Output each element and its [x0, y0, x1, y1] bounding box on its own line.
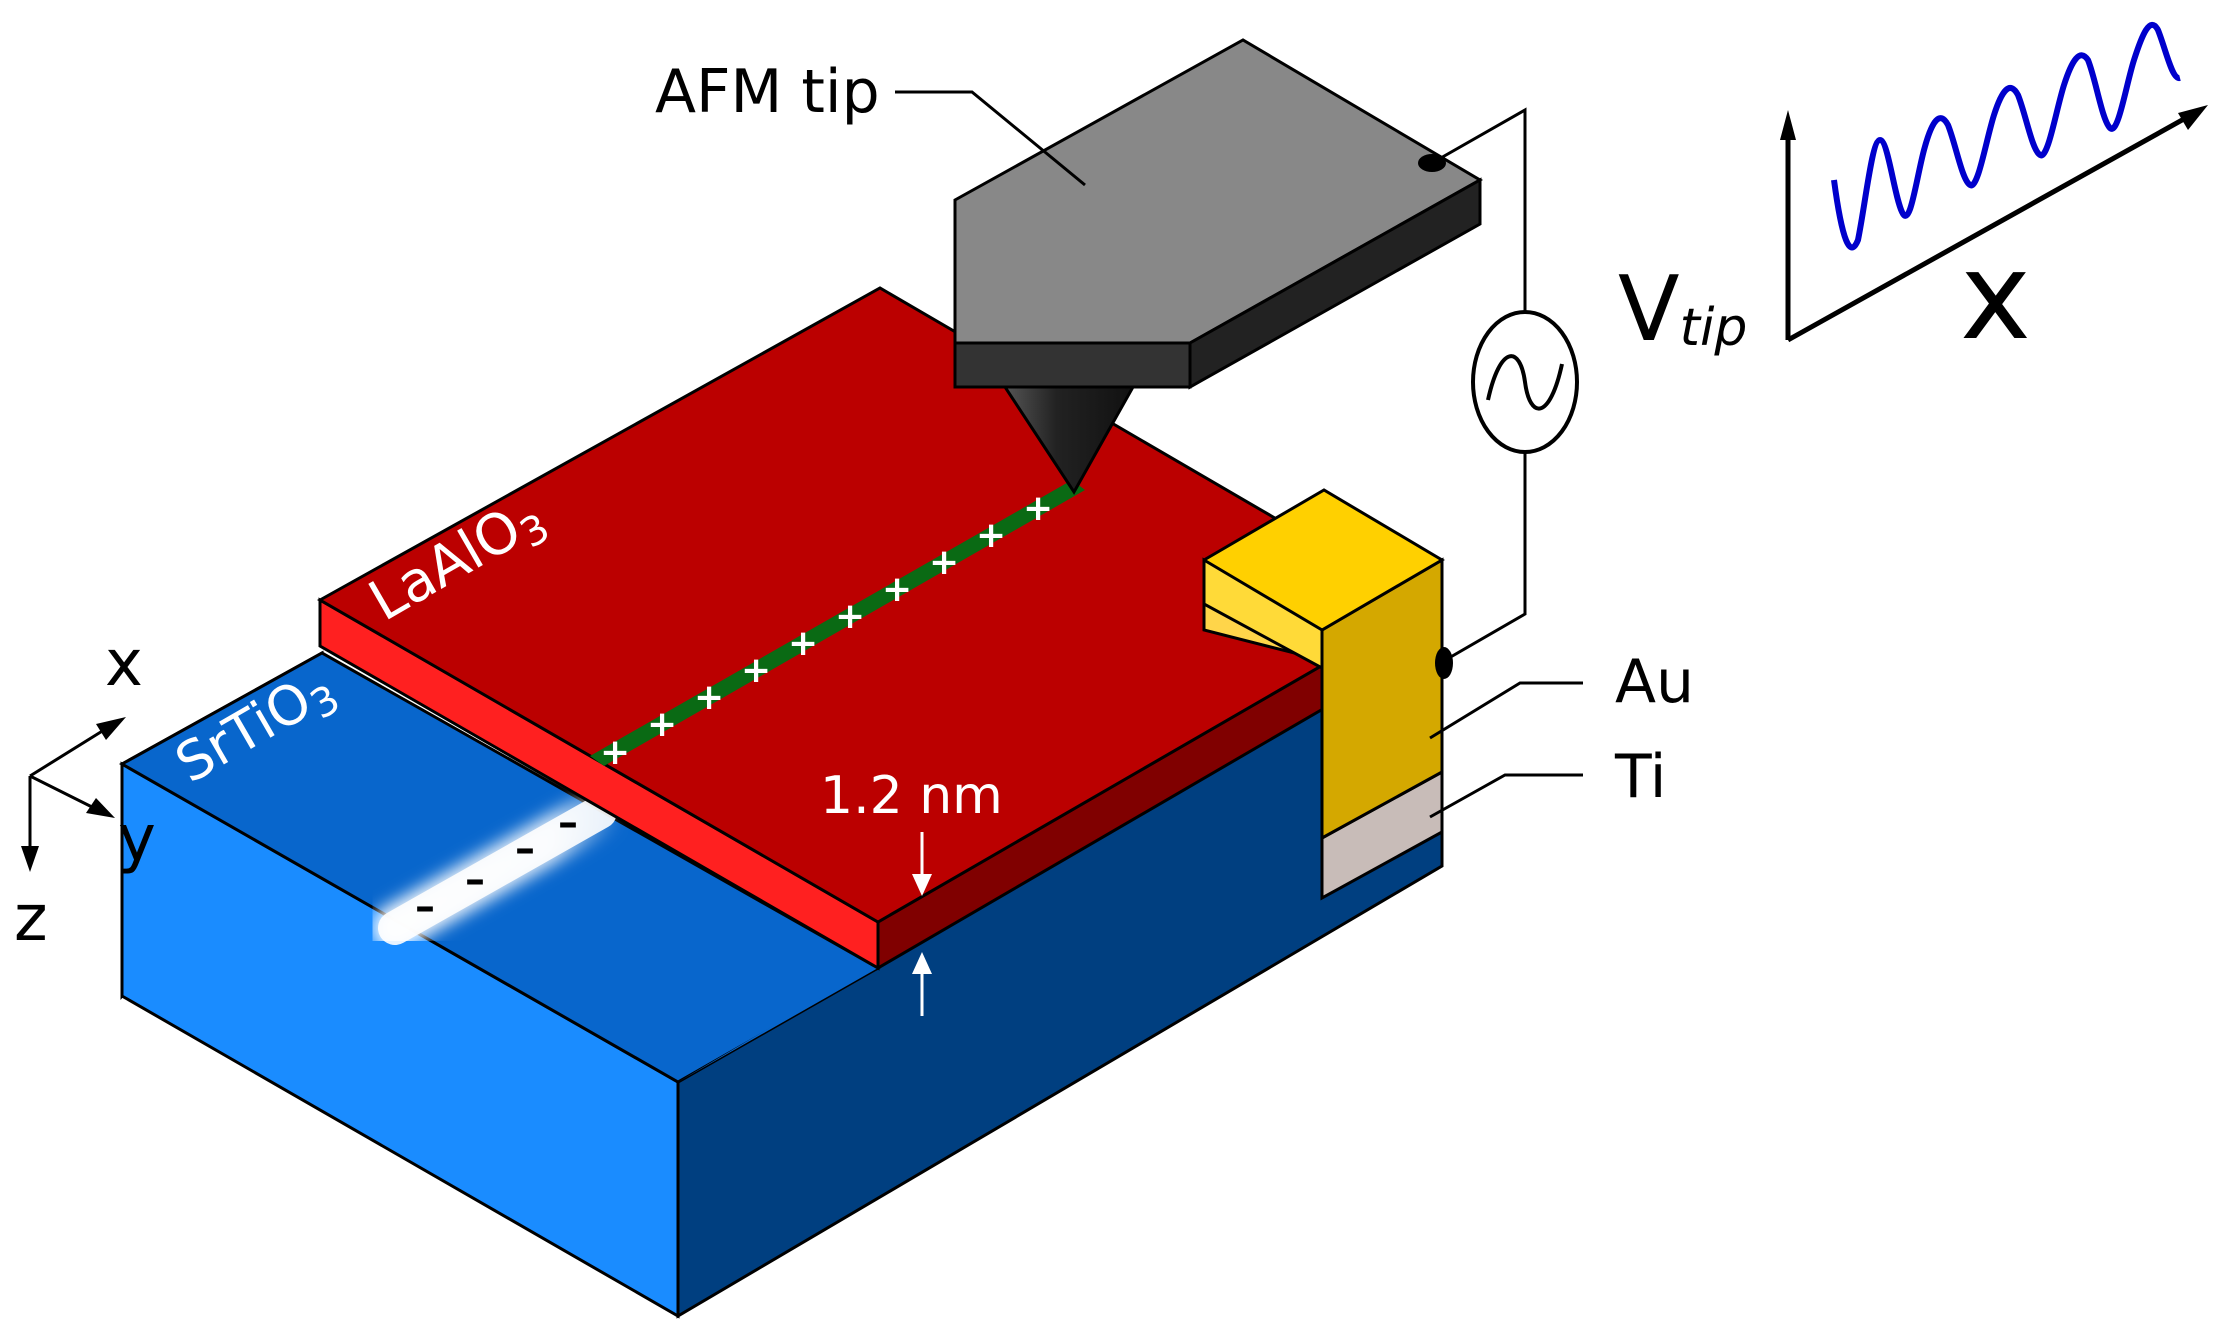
- plus-sign: +: [929, 542, 959, 583]
- au-label: Au: [1615, 647, 1694, 717]
- arrowhead-icon: [912, 952, 932, 974]
- plus-sign: +: [741, 650, 771, 691]
- afm-tip-leader-line: [895, 90, 1086, 187]
- graph-x-axis: [1786, 107, 2202, 343]
- arrowhead-icon: [86, 798, 115, 818]
- ti-label: Ti: [1614, 742, 1666, 812]
- au-electrode-front-face: [1202, 557, 1324, 671]
- afm-cantilever-front: [953, 341, 1192, 389]
- vtip-waveform-graph: x: [1780, 21, 2208, 367]
- axis-y-arrow: [29, 774, 103, 814]
- axis-z-label: z: [14, 882, 48, 956]
- arrowhead-icon: [96, 717, 126, 740]
- arrowhead-icon: [2178, 105, 2208, 130]
- circuit-wire: [1441, 452, 1527, 664]
- thickness-label: 1.2 nm: [820, 766, 1003, 826]
- arrowhead-icon: [1780, 110, 1796, 140]
- nanowire: [590, 480, 1085, 766]
- coordinate-axes: x y z: [14, 627, 156, 956]
- graph-x-label: x: [1960, 228, 2031, 367]
- ti-leader-line: [1429, 773, 1583, 819]
- conductive-channel-glow: [372, 777, 643, 951]
- axis-x-label: x: [105, 627, 143, 701]
- minus-sign: –: [558, 800, 578, 846]
- sine-wave: [1831, 21, 2181, 251]
- circuit-wire: [1431, 107, 1527, 312]
- positive-charges: + + + + + + + + + +: [600, 488, 1053, 773]
- arrowhead-icon: [912, 874, 932, 896]
- plus-sign: +: [600, 732, 630, 773]
- arrowhead-icon: [21, 846, 39, 872]
- ac-voltage-source-icon: [1471, 310, 1579, 454]
- afm-cantilever-side: [1188, 177, 1482, 390]
- afm-tip-cone: [1002, 385, 1136, 495]
- electrode-contact-point: [1435, 647, 1453, 679]
- minus-sign: –: [515, 826, 535, 872]
- afm-tip-label: AFM tip: [655, 57, 880, 127]
- minus-sign: –: [415, 884, 435, 930]
- plus-sign: +: [788, 623, 818, 664]
- afm-cantilever-top: [953, 38, 1484, 345]
- minus-sign: –: [465, 857, 485, 903]
- plus-sign: +: [694, 677, 724, 718]
- axis-y-label: y: [118, 802, 156, 876]
- plus-sign: +: [882, 569, 912, 610]
- plus-sign: +: [647, 704, 677, 745]
- plus-sign: +: [976, 515, 1006, 556]
- plus-sign: +: [835, 596, 865, 637]
- vtip-label: Vtip: [1618, 257, 1747, 362]
- electron-charges: – – – –: [415, 800, 578, 930]
- axis-x-arrow: [29, 723, 113, 778]
- plus-sign: +: [1023, 488, 1053, 529]
- au-leader-line: [1429, 681, 1583, 740]
